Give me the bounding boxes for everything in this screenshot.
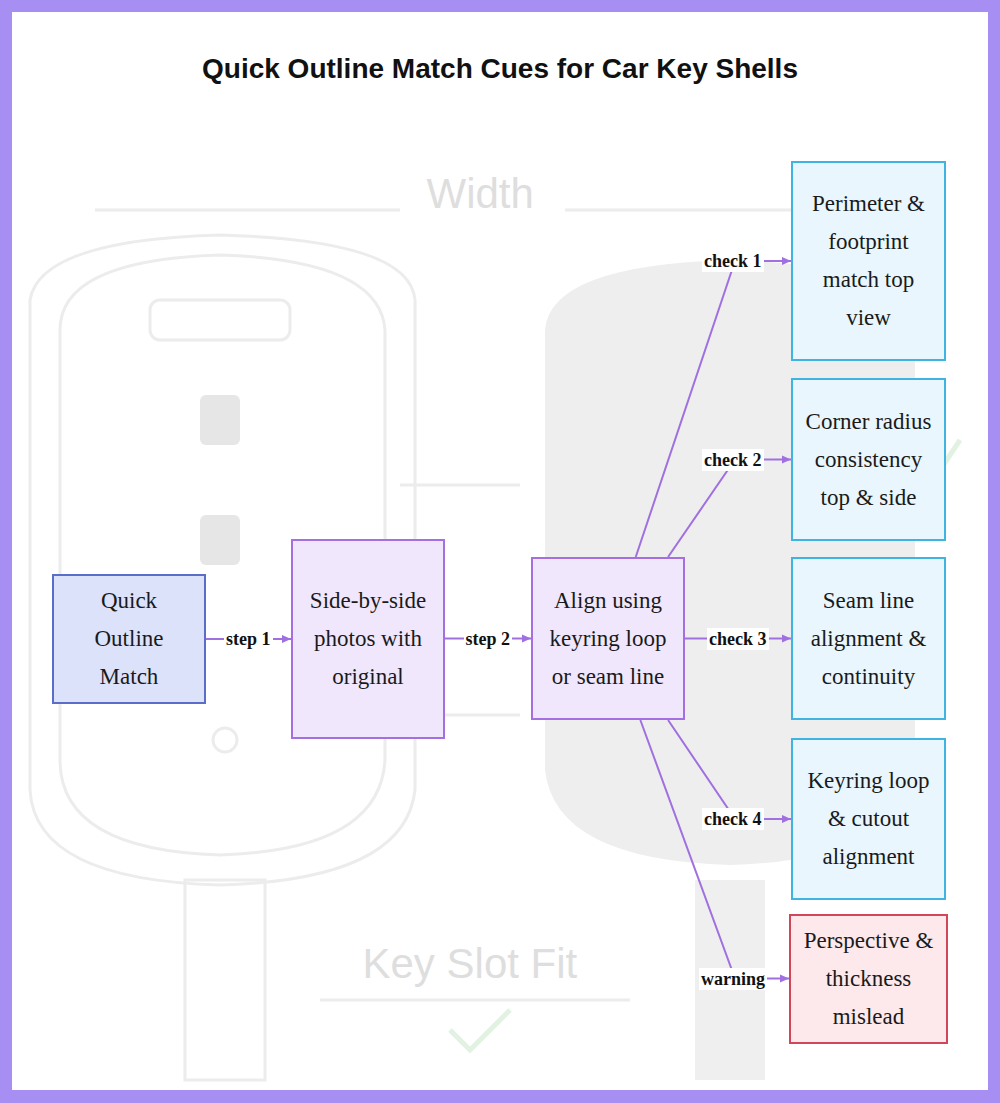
connector-arrow [668,720,791,819]
check-box: Keyring loop & cutout alignment [791,738,946,900]
node-text: Perimeter & footprint match top view [803,185,934,337]
warning-box: Perspective & thickness mislead [789,914,948,1044]
node-text: Perspective & thickness mislead [801,922,936,1036]
edge-label: check 2 [702,449,764,471]
node-text: Seam line alignment & continuity [803,582,934,696]
connector-arrow [640,720,789,979]
node-text: Side-by-side photos with original [303,582,433,696]
edge-label: check 1 [702,250,764,272]
edge-label: step 1 [224,628,273,650]
connector-arrow [668,460,791,558]
node-text: Quick Outline Match [64,582,194,696]
node-text: Align using keyring loop or seam line [543,582,673,696]
edge-label: step 2 [464,628,513,650]
node-text: Keyring loop & cutout alignment [803,762,934,876]
diagram-title: Quick Outline Match Cues for Car Key She… [190,52,810,85]
edge-label: check 4 [702,808,764,830]
check-box: Perimeter & footprint match top view [791,161,946,361]
watermark-label: Width [427,170,534,218]
edge-label: check 3 [707,628,769,650]
watermark-label: Key Slot Fit [363,940,578,988]
process-box: Align using keyring loop or seam line [531,557,685,720]
edge-label: warning [699,968,767,990]
check-box: Seam line alignment & continuity [791,557,946,720]
process-box: Side-by-side photos with original [291,539,445,739]
start-box: Quick Outline Match [52,574,206,704]
node-text: Corner radius consistency top & side [803,403,934,517]
connector-arrow [636,261,791,557]
check-box: Corner radius consistency top & side [791,378,946,541]
